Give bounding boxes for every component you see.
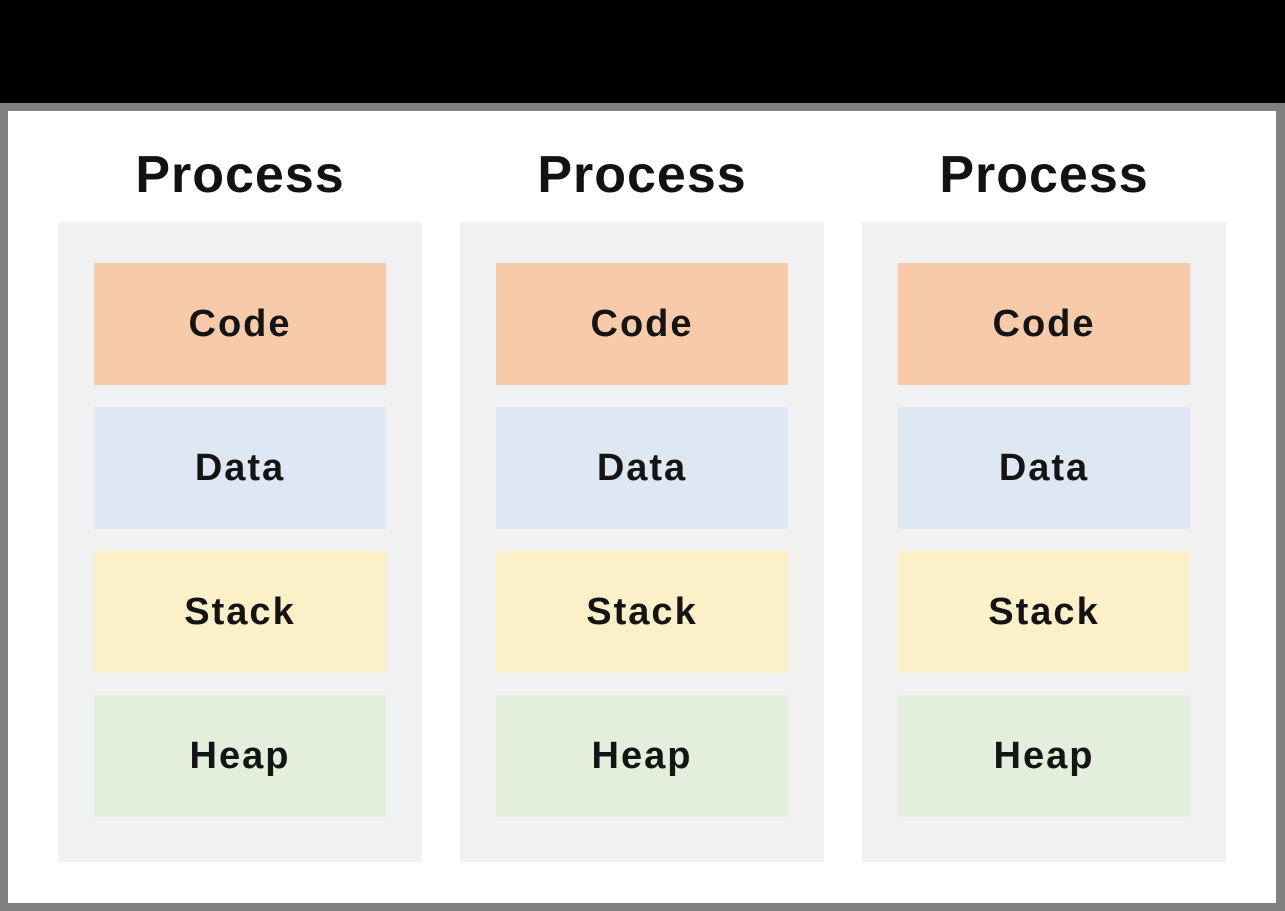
memory-segment-stack: Stack: [94, 551, 386, 673]
segment-label: Data: [998, 446, 1090, 489]
memory-segment-code: Code: [496, 263, 788, 385]
memory-segment-heap: Heap: [898, 695, 1190, 817]
segment-label: Code: [188, 302, 292, 345]
memory-segment-data: Data: [496, 407, 788, 529]
memory-segment-data: Data: [94, 407, 386, 529]
process-title: Process: [939, 145, 1149, 204]
memory-segment-code: Code: [898, 263, 1190, 385]
memory-segment-stack: Stack: [496, 551, 788, 673]
segment-label: Code: [992, 302, 1096, 345]
process-title: Process: [537, 145, 747, 204]
memory-segment-heap: Heap: [94, 695, 386, 817]
segment-label: Stack: [184, 590, 296, 633]
process-title: Process: [135, 145, 345, 204]
segment-label: Heap: [591, 734, 693, 777]
memory-segment-heap: Heap: [496, 695, 788, 817]
segment-label: Code: [590, 302, 694, 345]
segment-label: Data: [194, 446, 286, 489]
segment-label: Data: [596, 446, 688, 489]
memory-segment-stack: Stack: [898, 551, 1190, 673]
top-bar: [0, 0, 1285, 103]
segment-label: Heap: [189, 734, 291, 777]
segment-label: Heap: [993, 734, 1095, 777]
memory-segment-code: Code: [94, 263, 386, 385]
segment-label: Stack: [988, 590, 1100, 633]
memory-segment-data: Data: [898, 407, 1190, 529]
segment-label: Stack: [586, 590, 698, 633]
